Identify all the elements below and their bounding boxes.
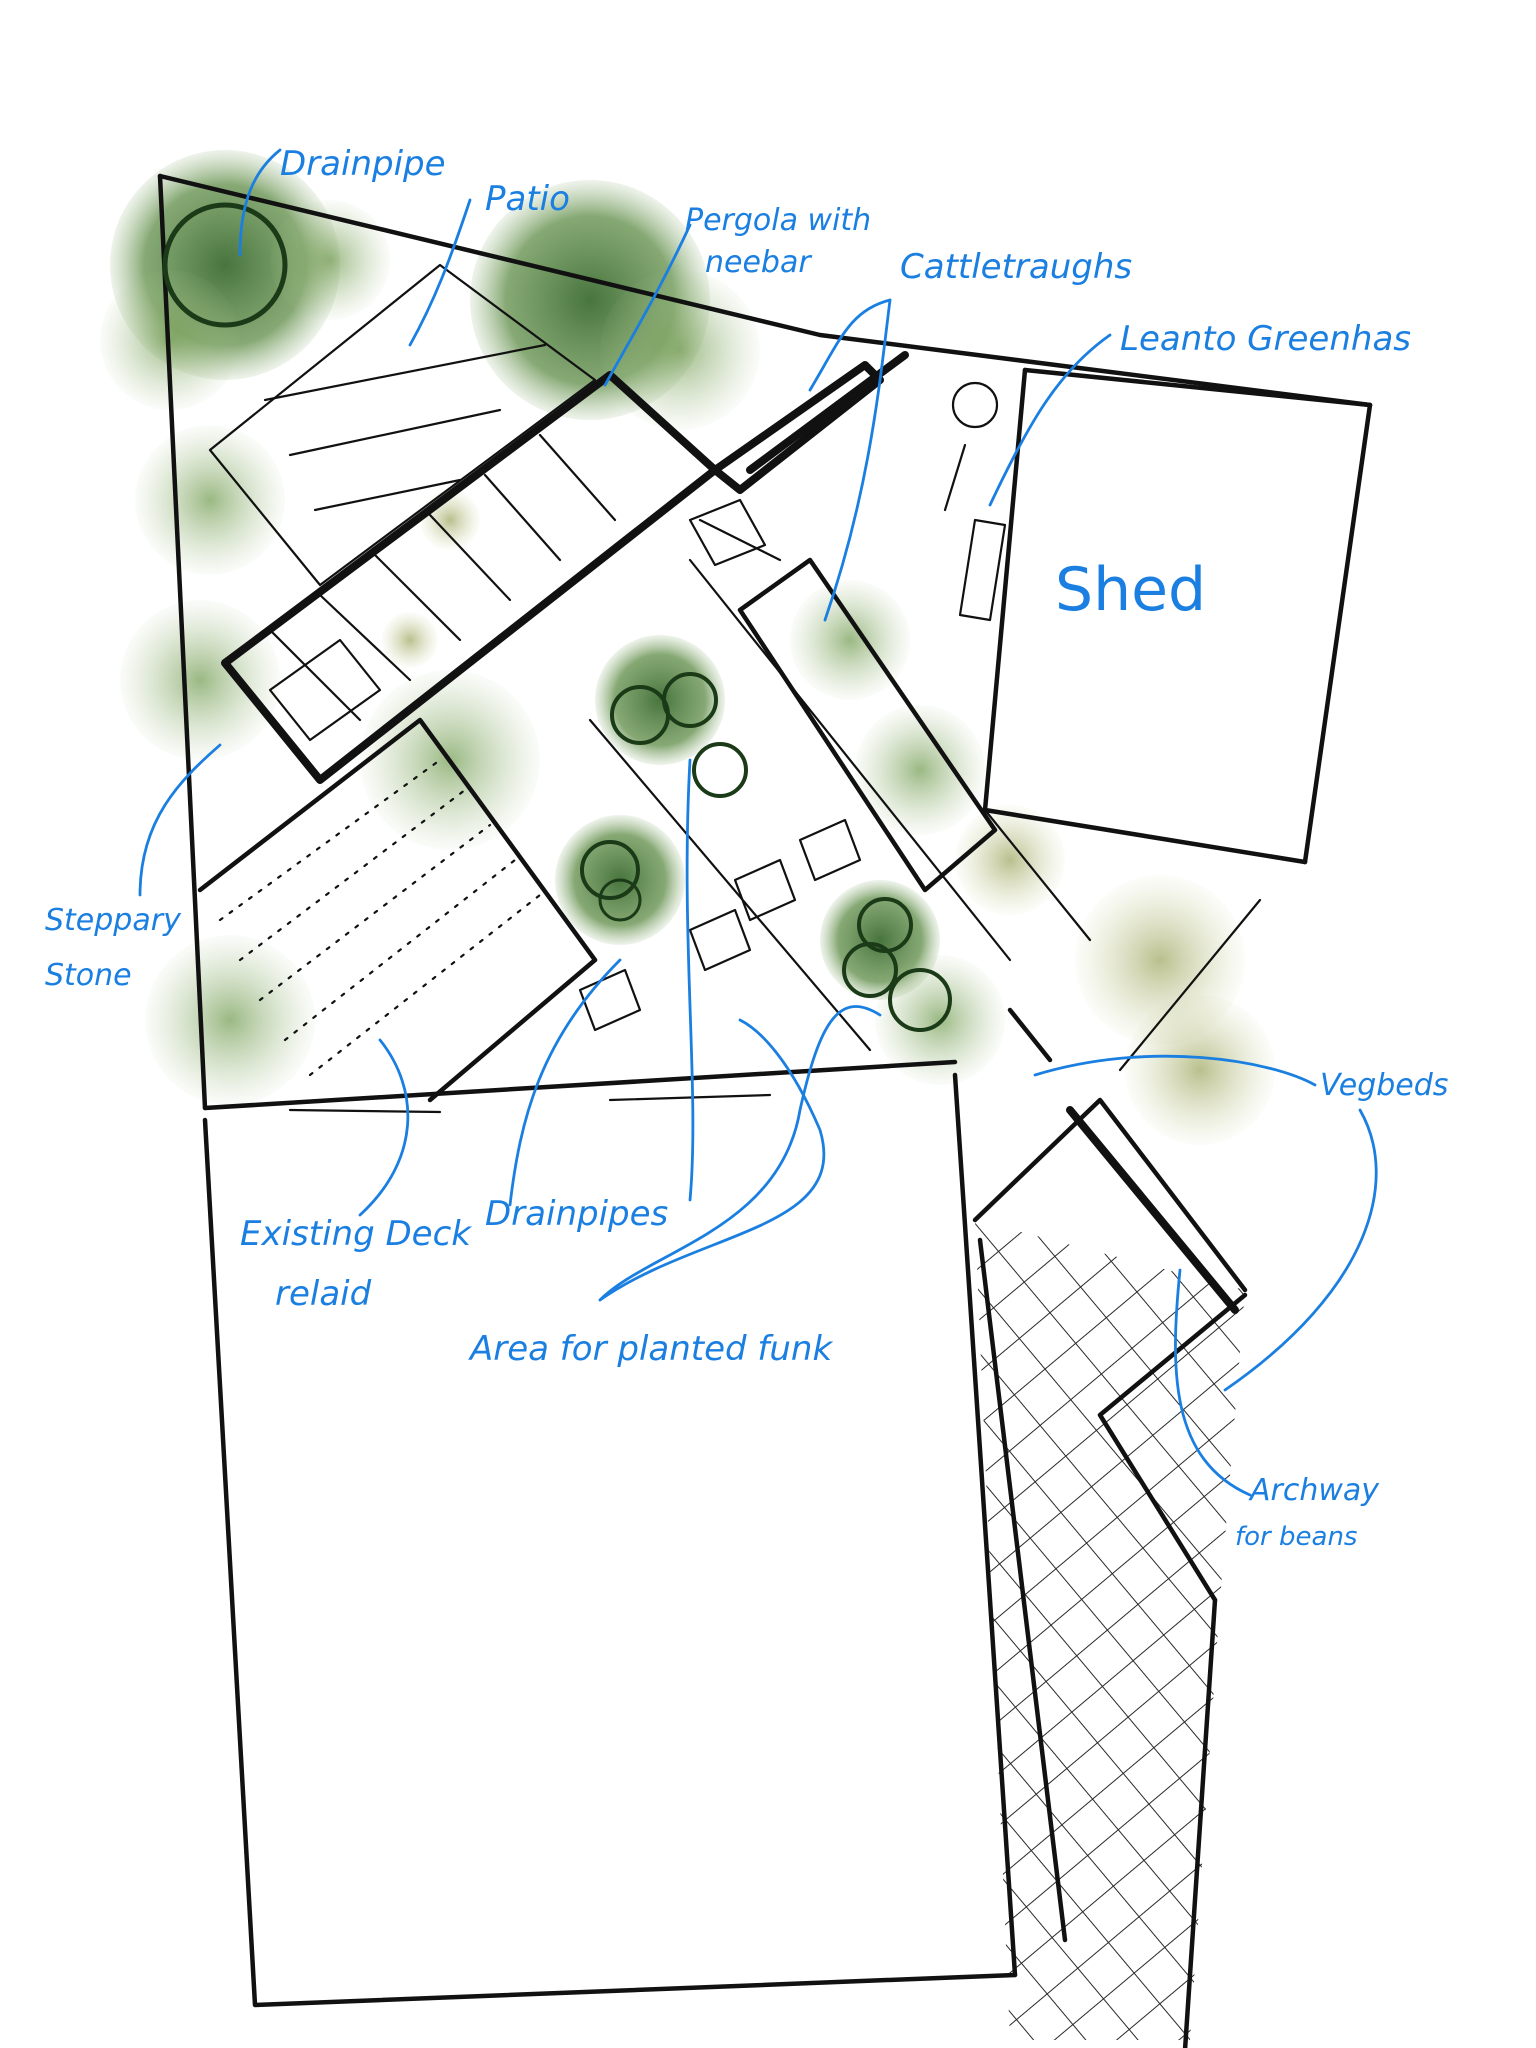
label-existing-deck-line1: Existing Deck <box>240 1214 472 1254</box>
label-archway-line1: Archway <box>1248 1473 1380 1508</box>
label-drainpipe-top: Drainpipe <box>280 144 446 184</box>
label-drainpipes-bottom: Drainpipes <box>485 1194 668 1234</box>
label-archway-line2: for beans <box>1235 1522 1357 1552</box>
label-stepping-line2: Stone <box>45 958 132 993</box>
label-pergola-line2: neebar <box>705 245 812 280</box>
label-cattle-troughs: Cattletraughs <box>900 247 1132 287</box>
label-patio: Patio <box>485 179 570 219</box>
label-pergola-line1: Pergola with <box>685 203 871 238</box>
label-veg-beds: Vegbeds <box>1320 1068 1448 1103</box>
annotations: Drainpipe Patio Pergola with neebar Catt… <box>45 144 1448 1552</box>
label-existing-deck-line2: relaid <box>275 1274 372 1314</box>
tree-canopies <box>162 202 952 1032</box>
label-planted-area: Area for planted funk <box>468 1329 833 1369</box>
annotation-leaders <box>138 148 1378 1497</box>
label-stepping-line1: Steppary <box>45 903 182 938</box>
label-shed: Shed <box>1055 555 1206 625</box>
label-lean-to-greenhouse: Leanto Greenhas <box>1120 319 1411 359</box>
